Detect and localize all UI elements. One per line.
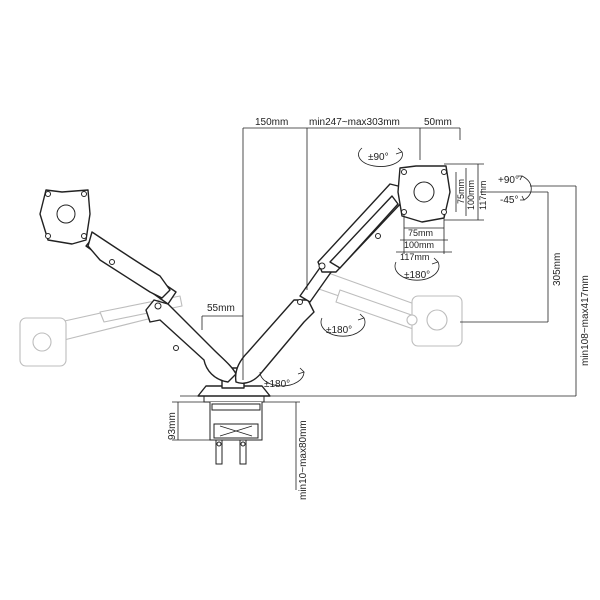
label-plate-117-w: 117mm — [400, 252, 429, 262]
label-arm-range: min247~max303mm — [309, 117, 400, 128]
right-arm-lowered-ghost — [315, 269, 463, 347]
height-range-lines — [180, 185, 577, 397]
label-swivel-elbow: ±180° — [326, 325, 352, 336]
label-offset-150: 150mm — [255, 117, 288, 128]
tilt-arrow — [518, 175, 532, 201]
label-offset-50: 50mm — [424, 117, 452, 128]
right-vesa-plate — [397, 165, 451, 223]
label-vertical-travel: 305mm — [552, 253, 563, 286]
label-desk-thickness: min10~max80mm — [298, 420, 309, 500]
vesa-dimension-lines — [396, 163, 484, 254]
label-height-range: min108~max417mm — [580, 275, 591, 366]
label-vesa-100-w: 100mm — [404, 240, 434, 250]
label-rotate-90: ±90° — [368, 152, 389, 163]
top-dimension-lines — [242, 127, 461, 380]
left-arm — [39, 189, 237, 383]
swivel-elbow-arrow — [320, 313, 366, 337]
desk-clamp — [203, 395, 265, 465]
vertical-travel-lines — [460, 191, 549, 323]
label-swivel-base: ±180° — [264, 379, 290, 390]
label-arm-base-gap: 55mm — [207, 303, 235, 314]
swivel-head-arrow — [394, 257, 440, 281]
arm-gap-dimension-lines — [201, 315, 243, 330]
label-plate-117-h: 117mm — [478, 181, 488, 210]
label-clamp-depth: 93mm — [167, 412, 178, 440]
label-vesa-75-h: 75mm — [456, 179, 466, 204]
swivel-base-arrow — [259, 367, 305, 387]
clamp-dimension-lines — [172, 401, 300, 490]
label-swivel-head: ±180° — [404, 270, 430, 281]
right-arm — [234, 165, 451, 384]
rotate-90-arrow — [358, 147, 403, 167]
label-tilt-up: +90° — [498, 175, 519, 186]
label-vesa-75-w: 75mm — [408, 228, 433, 238]
label-vesa-100-h: 100mm — [466, 180, 476, 210]
label-tilt-down: -45° — [500, 195, 518, 206]
left-vesa-plate — [39, 189, 91, 245]
